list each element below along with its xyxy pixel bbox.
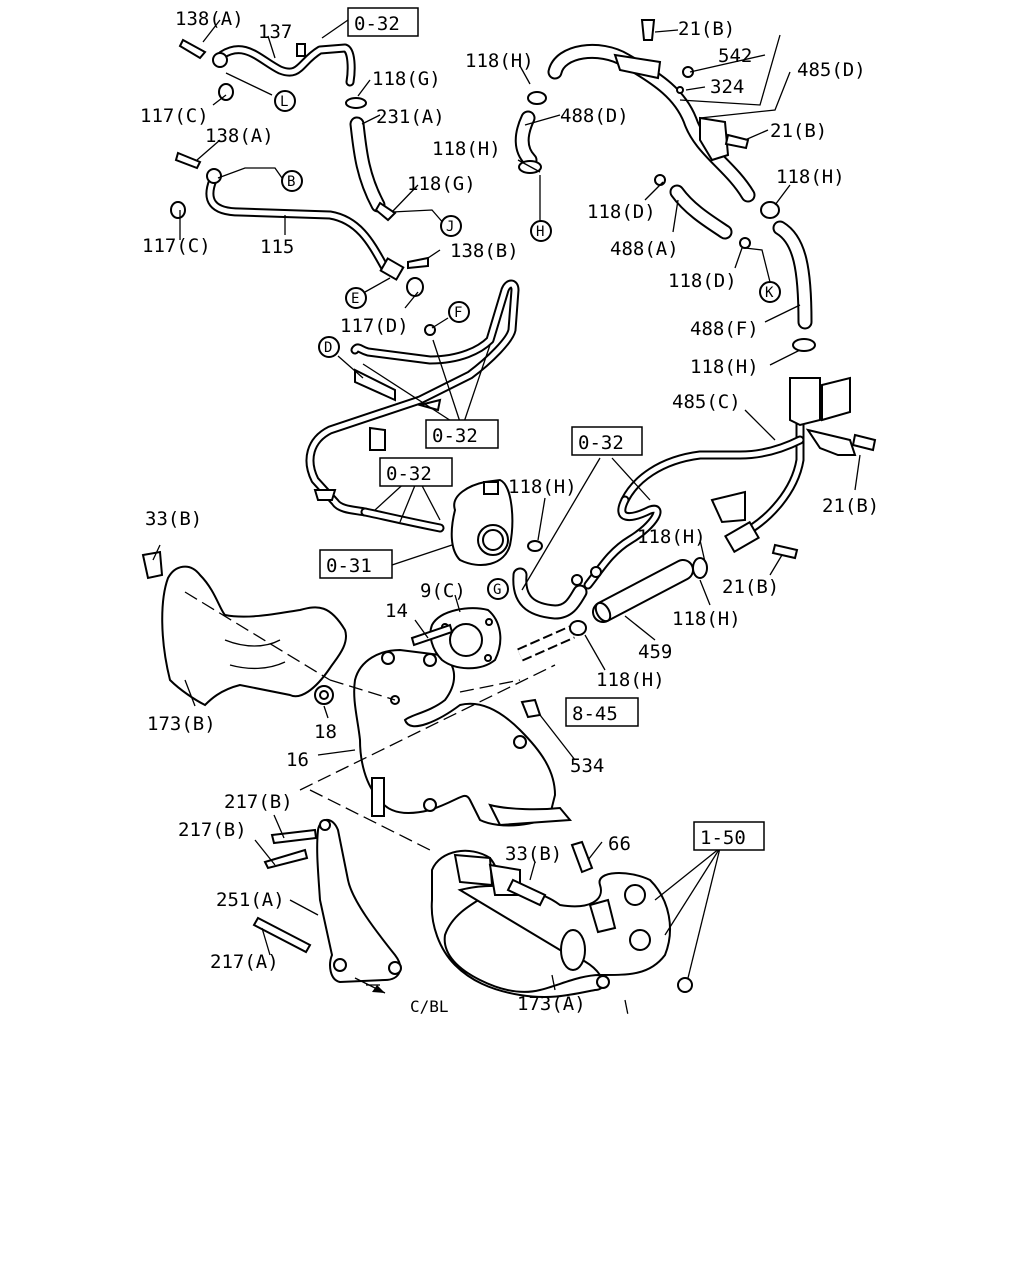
alignment-lines [184,591,629,1016]
hose-459 [592,557,708,623]
label-138a-1: 138(A) [175,8,244,30]
label-173a: 173(A) [517,993,586,1015]
bolts-217 [252,828,318,954]
label-117d: 117(D) [340,315,409,337]
label-137: 137 [258,21,292,43]
label-117c-2: 117(C) [142,235,211,257]
pipe-485d [547,43,756,203]
hose-8-45 [517,620,587,662]
thermostat-housing [450,478,543,566]
letter-K: K [765,285,774,301]
label-534: 534 [570,755,604,777]
label-18: 18 [314,721,337,743]
arrow-c-bl [354,977,386,994]
hose-488a [669,184,733,240]
letter-E: E [351,291,359,307]
letter-H: H [536,224,544,240]
bolt-33b-lower [506,878,547,907]
label-488d: 488(D) [560,105,629,127]
ref-0-32-1: 0-32 [354,13,400,35]
label-118d-1: 118(D) [587,201,656,223]
bolt-534 [520,698,542,719]
ref-0-32-3: 0-32 [386,463,432,485]
letter-L: L [280,94,288,110]
label-118h-1: 118(H) [465,50,534,72]
label-217a: 217(A) [210,951,279,973]
manifold-16 [353,648,573,827]
label-459: 459 [638,641,672,663]
reference-boxes: 0-32 0-32 0-32 0-32 0-31 8-45 1-50 [319,7,765,851]
label-485d: 485(D) [797,59,866,81]
bolt-66 [570,840,594,874]
label-c-bl: C/BL [410,997,449,1016]
pipe-upper-mid [583,495,662,590]
label-251a: 251(A) [216,889,285,911]
label-16: 16 [286,749,309,771]
label-118g-2: 118(G) [407,173,476,195]
label-117c-1: 117(C) [140,105,209,127]
label-488f: 488(F) [690,318,759,340]
label-9c: 9(C) [420,580,466,602]
letter-G: G [493,582,501,598]
label-485c: 485(C) [672,391,741,413]
label-488a: 488(A) [610,238,679,260]
ref-8-45: 8-45 [572,703,618,725]
heat-shield-173b [161,565,347,707]
hose-488f [760,201,816,352]
bracket-251a [316,818,402,984]
label-14: 14 [385,600,408,622]
bolt-33b-top [141,550,164,580]
label-324: 324 [710,76,744,98]
label-118d-2: 118(D) [668,270,737,292]
label-21b-3: 21(B) [822,495,879,517]
label-33b-2: 33(B) [505,843,562,865]
label-542: 542 [718,45,752,67]
label-118h-5: 118(H) [508,476,577,498]
label-21b-1: 21(B) [678,18,735,40]
label-118h-2: 118(H) [432,138,501,160]
label-138a-2: 138(A) [205,125,274,147]
ref-0-32-2: 0-32 [432,425,478,447]
label-217b-2: 217(B) [178,819,247,841]
label-21b-4: 21(B) [722,576,779,598]
label-173b: 173(B) [147,713,216,735]
pipe-115 [205,168,405,281]
letter-B: B [287,174,295,190]
pipe-137 [212,43,356,87]
label-118g-1: 118(G) [372,68,441,90]
stud-14 [410,623,454,647]
label-118h-4: 118(H) [690,356,759,378]
pipe-g [512,567,588,620]
hose-488d [514,91,547,174]
label-115: 115 [260,236,294,258]
leader-lines [152,19,861,991]
letter-F: F [454,305,462,321]
heat-shield-173a [430,849,671,999]
letter-D: D [324,340,332,356]
pipe-485c [620,376,857,554]
nut-1-50 [677,977,693,993]
label-217b-1: 217(B) [224,791,293,813]
ref-1-50: 1-50 [700,827,746,849]
nut-18 [314,685,334,705]
label-118h-6: 118(H) [637,526,706,548]
letter-J: J [446,219,454,235]
gasket-9c [429,607,502,670]
label-33b-1: 33(B) [145,508,202,530]
part-labels: 138(A) 137 117(C) 138(A) 117(C) 115 118(… [140,8,879,1016]
label-118h-8: 118(H) [596,669,665,691]
label-66: 66 [608,833,631,855]
label-138b: 138(B) [450,240,519,262]
label-231a: 231(A) [376,106,445,128]
connection-letters: L B J E F D H K G [274,90,781,600]
label-118h-7: 118(H) [672,608,741,630]
label-118h-3: 118(H) [776,166,845,188]
ref-0-31: 0-31 [326,555,372,577]
hose-231a [345,97,386,213]
label-21b-2: 21(B) [770,120,827,142]
pipe-assembly-left [305,279,520,533]
ref-0-32-4: 0-32 [578,432,624,454]
